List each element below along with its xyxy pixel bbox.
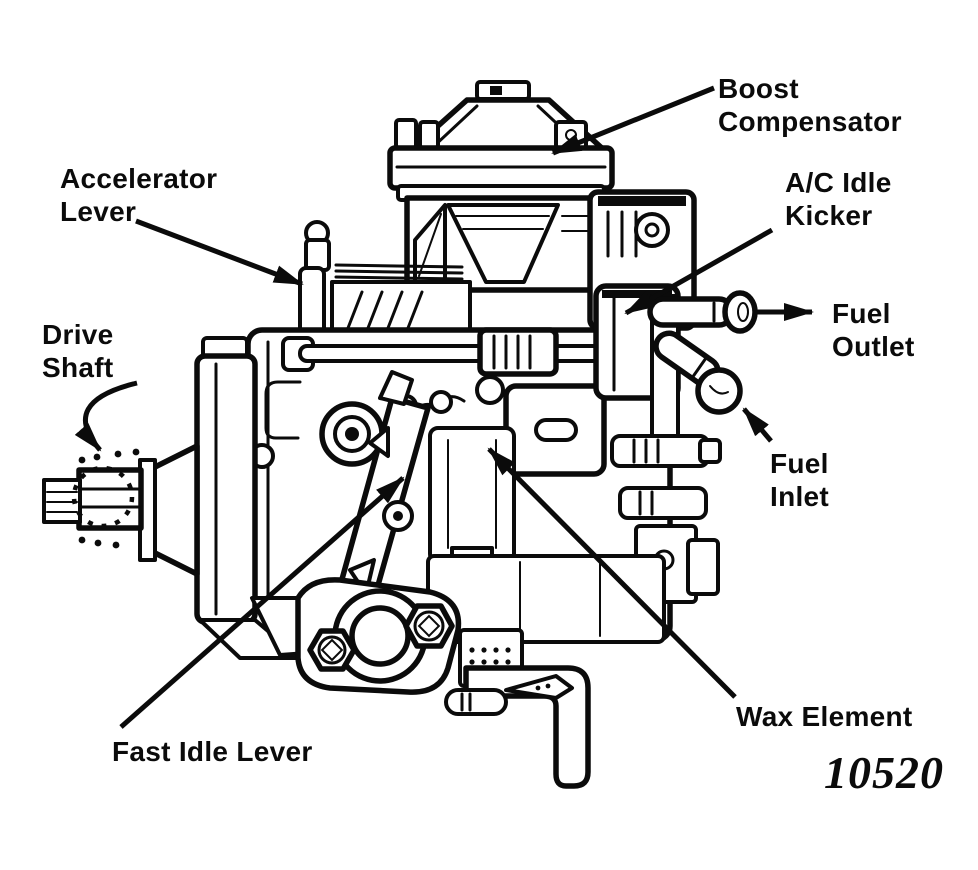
leader-boost-compensator	[551, 85, 715, 156]
label-fuel-outlet: Fuel Outlet	[832, 298, 915, 362]
right-fittings	[593, 283, 758, 604]
mounting-clamp	[250, 554, 666, 695]
leader-wax-element	[487, 447, 737, 699]
leader-drive-shaft	[74, 380, 138, 452]
bottom-bracket	[444, 628, 591, 789]
leader-fuel-inlet	[742, 407, 773, 443]
fuel-outlet-part	[647, 290, 758, 334]
label-wax-element: Wax Element	[736, 701, 913, 732]
label-ac-idle-kicker: A/C Idle Kicker	[785, 167, 892, 231]
figure-part-number: 10520	[824, 747, 944, 798]
leader-arrows	[74, 85, 814, 729]
leader-accelerator-lever	[135, 218, 304, 287]
label-boost-compensator: Boost Compensator	[718, 73, 902, 137]
label-accelerator-lever: Accelerator Lever	[60, 163, 218, 227]
wax-element-part	[503, 383, 607, 477]
leader-ac-idle-kicker	[624, 227, 774, 316]
accelerator-lever-part	[298, 220, 472, 336]
label-fast-idle-lever: Fast Idle Lever	[112, 736, 313, 767]
label-fuel-inlet: Fuel Inlet	[770, 448, 830, 512]
label-drive-shaft: Drive Shaft	[42, 319, 114, 383]
leader-fast-idle-lever	[119, 476, 405, 729]
